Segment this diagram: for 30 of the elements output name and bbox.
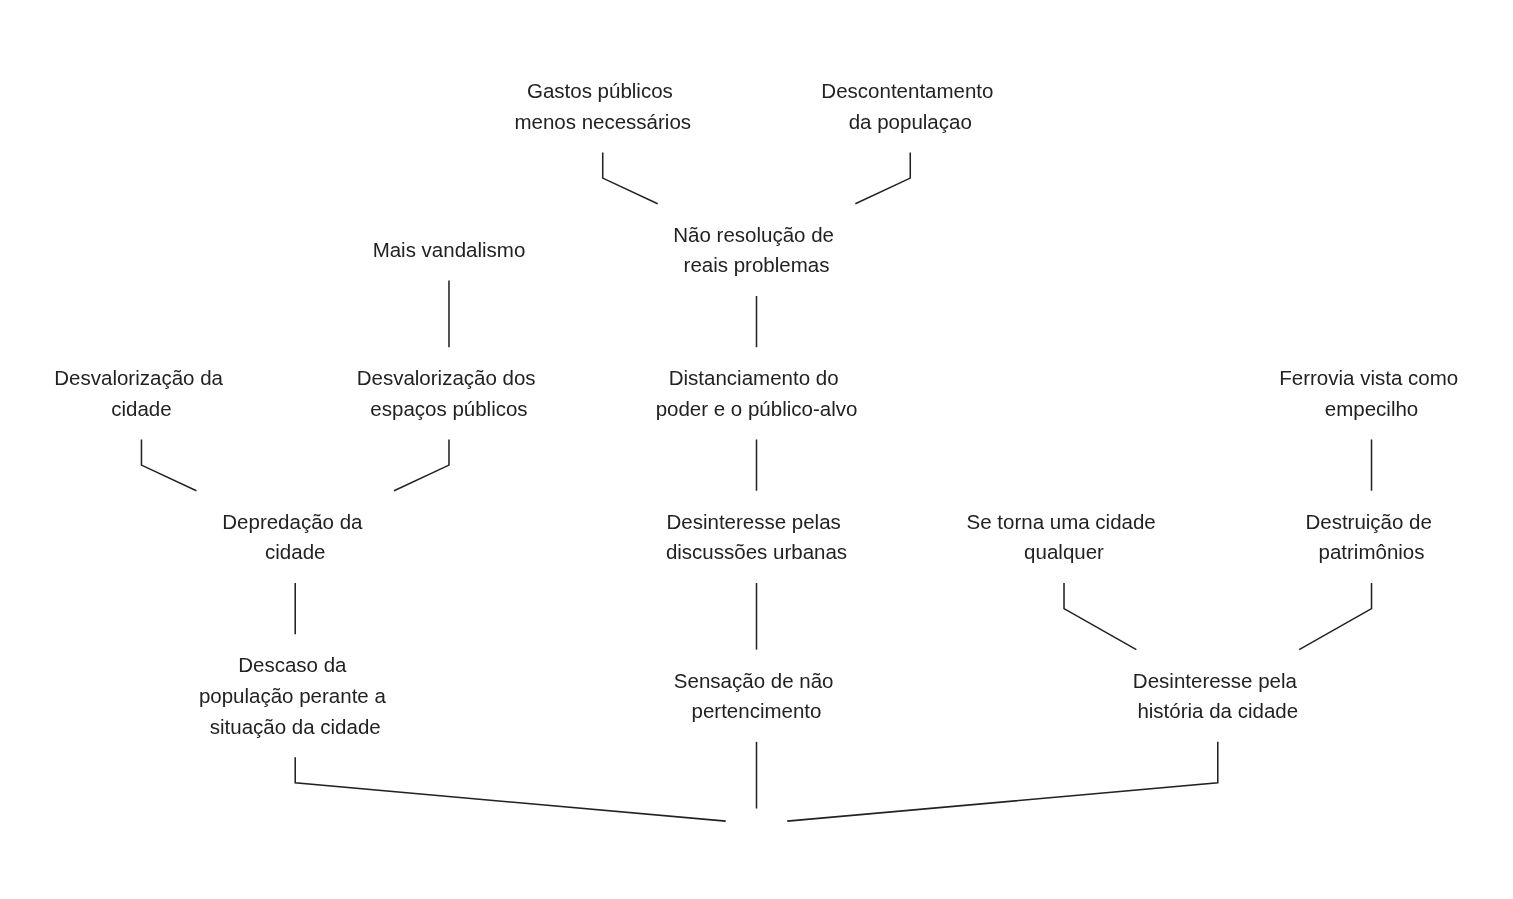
connector: [294, 582, 296, 635]
connector: [1063, 582, 1138, 651]
node-text: Depredação da cidade: [222, 509, 363, 564]
node-text: Descontentamento da populaçao: [821, 79, 994, 133]
node-text: Sensação de não pertencimento: [673, 668, 834, 723]
connector: [755, 294, 758, 348]
connector: [755, 740, 758, 810]
node-text: Distanciamento do poder e o público-alvo: [655, 366, 858, 420]
connector: [448, 279, 450, 348]
node-text: Ferrovia vista como empecilho: [1279, 366, 1459, 420]
connector: [755, 582, 758, 651]
node-text: Destruição de patrimônios: [1305, 509, 1432, 564]
node-text: Mais vandalismo: [372, 238, 526, 261]
node-text: Desinteresse pela história da cidade: [1132, 668, 1299, 723]
connector: [1298, 582, 1373, 651]
connector: [854, 151, 912, 205]
node-text: Desvalorização dos espaços públicos: [356, 366, 536, 420]
connector: [1370, 438, 1373, 492]
node-text: Descaso da população perante a situação da cidade: [198, 653, 386, 738]
node-text: Desinteresse pelas discussões urbanas: [665, 509, 848, 564]
connector: [140, 438, 198, 492]
connector: [755, 438, 758, 492]
connector: [294, 756, 727, 822]
node-text: Não resolução de reais problemas: [673, 222, 834, 277]
connector: [393, 438, 450, 492]
connector: [786, 740, 1219, 822]
node-text: Se torna uma cidade qualquer: [966, 509, 1156, 564]
node-text: Gastos públicos menos necessários: [514, 79, 692, 133]
connector: [601, 151, 659, 205]
node-text: Desvalorização da cidade: [54, 366, 223, 420]
